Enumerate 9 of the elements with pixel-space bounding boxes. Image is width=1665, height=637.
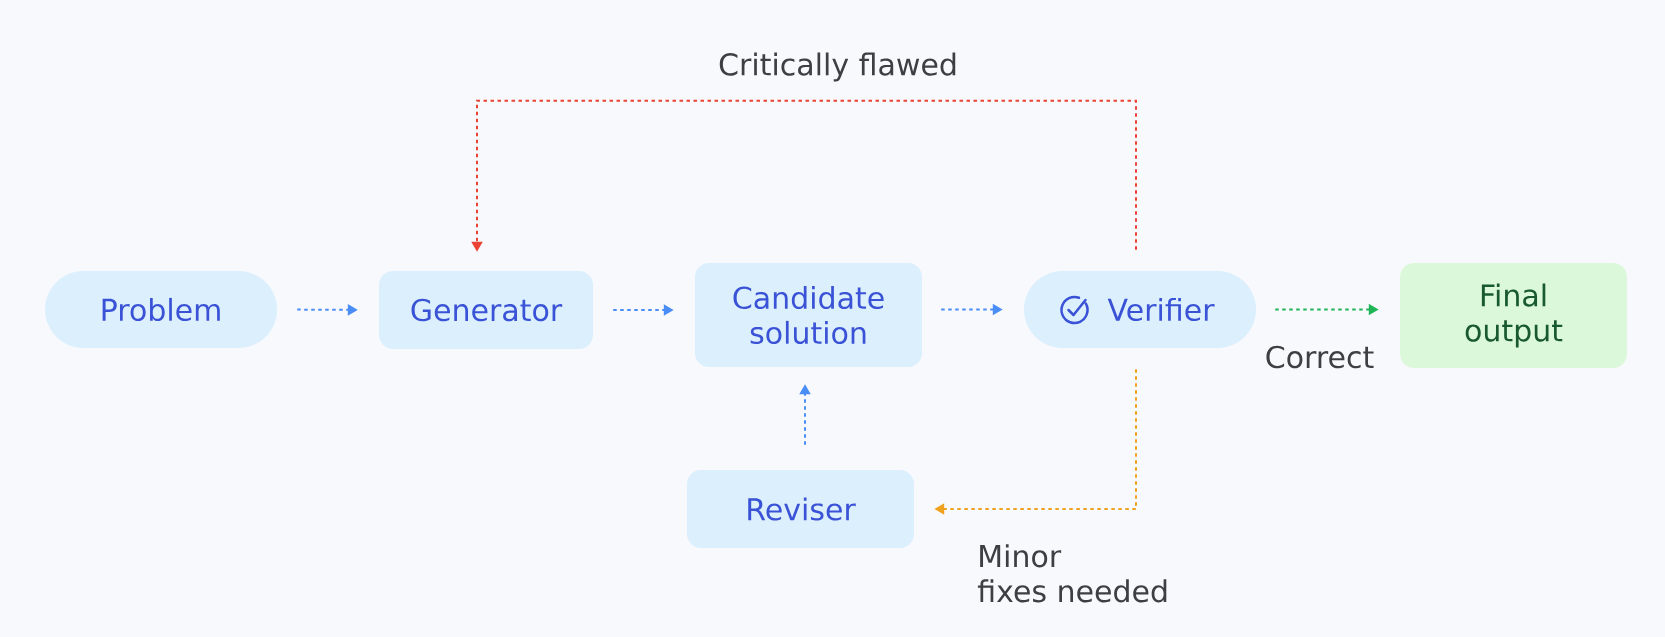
edge-label: Critically flawed: [719, 52, 956, 82]
edge-label: Correct: [1266, 345, 1374, 369]
output-box: Final output: [1400, 263, 1627, 368]
pill-box: Problem: [45, 271, 277, 348]
edge-label: Minor fixes needed: [977, 544, 1167, 603]
process-box: Reviser: [687, 470, 914, 548]
process-box: Candidate solution: [695, 263, 922, 367]
pill-box: Verifier: [1024, 271, 1256, 348]
process-box: Generator: [379, 271, 593, 349]
